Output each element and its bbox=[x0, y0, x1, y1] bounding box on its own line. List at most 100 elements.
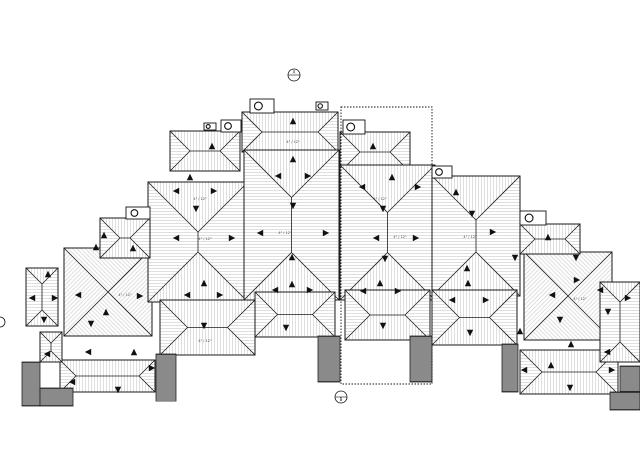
roof-center bbox=[243, 149, 340, 301]
slope-arrow-74 bbox=[547, 361, 555, 369]
slope-arrow-68 bbox=[43, 350, 51, 358]
vent-7 bbox=[205, 123, 211, 130]
slope-label-4: 4" / 12" bbox=[198, 237, 212, 241]
slope-arrow-43 bbox=[306, 286, 314, 294]
slope-label-5: 4" / 12" bbox=[393, 235, 407, 239]
slope-arrow-47 bbox=[464, 279, 472, 287]
roof-sections bbox=[25, 111, 640, 395]
slope-arrow-50 bbox=[463, 264, 471, 272]
slope-arrow-11 bbox=[210, 187, 218, 195]
slope-arrow-56 bbox=[604, 308, 612, 316]
roof-right-lower bbox=[431, 289, 518, 346]
vent-1 bbox=[224, 122, 232, 130]
slope-arrow-2 bbox=[369, 142, 377, 150]
roof-left-gable bbox=[99, 217, 151, 259]
slope-arrow-72 bbox=[87, 320, 95, 328]
section-tag-left[interactable] bbox=[0, 316, 6, 328]
slope-arrow-3 bbox=[289, 155, 297, 163]
slope-arrow-27 bbox=[572, 254, 580, 262]
slope-label-9: 4" / 12" bbox=[198, 339, 212, 343]
slope-arrow-59 bbox=[567, 340, 575, 348]
slope-arrow-38 bbox=[200, 279, 208, 287]
slope-arrow-14 bbox=[289, 202, 297, 210]
slope-arrow-42 bbox=[271, 286, 279, 294]
slope-arrow-1 bbox=[208, 142, 216, 150]
roof-right bbox=[431, 175, 521, 297]
roof-far-right bbox=[599, 281, 640, 363]
slope-arrow-6 bbox=[274, 172, 282, 180]
slope-arrow-67 bbox=[68, 378, 76, 386]
slope-arrow-17 bbox=[100, 231, 108, 239]
slope-arrow-53 bbox=[548, 291, 556, 299]
slope-arrow-34 bbox=[136, 292, 144, 300]
stair-2 bbox=[155, 353, 177, 402]
slope-arrow-61 bbox=[282, 324, 290, 332]
slope-arrow-69 bbox=[520, 366, 528, 374]
roof-left-small bbox=[39, 331, 63, 363]
dotted-section-box bbox=[340, 106, 433, 385]
roof-left-center bbox=[147, 181, 249, 303]
slope-arrow-19 bbox=[172, 234, 180, 242]
slope-arrow-32 bbox=[51, 294, 59, 302]
slope-arrow-9 bbox=[414, 183, 422, 191]
slope-label-3: 4" / 12" bbox=[278, 231, 292, 235]
slope-label-6: 4" / 12" bbox=[463, 235, 477, 239]
section-tag-top-label: A bbox=[293, 70, 296, 75]
slope-arrow-26 bbox=[544, 233, 552, 241]
slope-arrow-60 bbox=[200, 322, 208, 330]
slope-arrow-37 bbox=[40, 316, 48, 324]
slope-arrow-71 bbox=[566, 384, 574, 392]
slope-arrow-12 bbox=[192, 205, 200, 213]
roof-left-center-lower bbox=[159, 299, 256, 356]
slope-arrow-29 bbox=[288, 253, 296, 261]
slope-arrow-63 bbox=[466, 329, 474, 337]
slope-arrow-18 bbox=[129, 244, 137, 252]
stair-6 bbox=[619, 365, 640, 393]
slope-arrow-48 bbox=[448, 296, 456, 304]
slope-arrow-7 bbox=[304, 172, 312, 180]
slope-arrow-25 bbox=[489, 228, 497, 236]
slope-arrow-39 bbox=[183, 291, 191, 299]
vent-3 bbox=[435, 168, 443, 176]
stair-4 bbox=[409, 335, 433, 383]
slope-arrow-35 bbox=[44, 270, 52, 278]
roof-left-wing bbox=[63, 247, 153, 337]
slope-arrow-31 bbox=[28, 294, 36, 302]
stair-7 bbox=[609, 391, 640, 411]
slope-arrow-62 bbox=[379, 322, 387, 330]
vent-2 bbox=[346, 122, 356, 132]
stair-1 bbox=[39, 387, 74, 407]
slope-arrow-57 bbox=[556, 316, 564, 324]
slope-arrow-4 bbox=[186, 173, 194, 181]
slope-label-0: 4" / 12" bbox=[286, 140, 300, 144]
slope-label-7: 4" / 12" bbox=[118, 293, 132, 297]
section-tag-top[interactable]: A bbox=[287, 68, 301, 82]
slope-arrow-21 bbox=[372, 234, 380, 242]
slope-arrow-41 bbox=[288, 280, 296, 288]
roof-right-wing bbox=[523, 251, 613, 341]
roof-details bbox=[21, 98, 640, 411]
slope-arrow-54 bbox=[596, 286, 604, 294]
roof-top-center bbox=[241, 111, 339, 153]
slope-arrow-28 bbox=[381, 255, 389, 263]
roof-upper-left bbox=[169, 130, 241, 172]
roof-left-porch bbox=[59, 359, 156, 393]
slope-arrow-49 bbox=[482, 296, 490, 304]
slope-arrow-58 bbox=[516, 327, 524, 335]
slope-arrow-52 bbox=[573, 276, 581, 284]
slope-label-2: 4" / 12" bbox=[373, 197, 387, 201]
roof-right-center bbox=[339, 164, 436, 301]
slope-arrow-22 bbox=[412, 234, 420, 242]
section-tag-bottom[interactable]: B bbox=[334, 390, 348, 404]
stair-0 bbox=[21, 361, 41, 407]
slope-arrow-70 bbox=[608, 366, 616, 374]
vent-4 bbox=[524, 213, 534, 223]
slope-arrows bbox=[28, 117, 632, 394]
slope-arrow-73 bbox=[130, 348, 138, 356]
slope-labels: 4" / 12" 4" / 12" 4" / 12" 4" / 12" 4" / 12"… bbox=[118, 140, 587, 343]
slope-arrow-36 bbox=[102, 308, 110, 316]
roof-right-center-lower bbox=[344, 289, 431, 341]
slope-arrow-15 bbox=[452, 188, 460, 196]
